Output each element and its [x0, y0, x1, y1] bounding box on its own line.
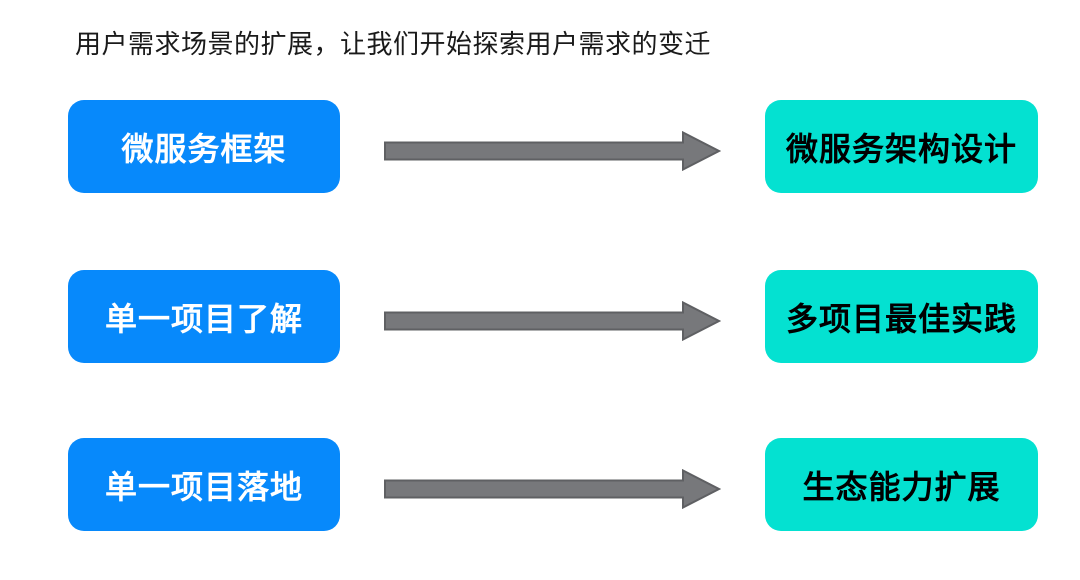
target-box-1-label: 微服务架构设计: [785, 130, 1017, 167]
arrow-cell-1: [340, 122, 765, 171]
page-title: 用户需求场景的扩展，让我们开始探索用户需求的变迁: [75, 29, 712, 59]
right-arrow-icon: [384, 131, 721, 171]
target-box-1: 微服务架构设计: [765, 100, 1038, 193]
source-box-1: 微服务框架: [68, 100, 340, 193]
source-box-1-label: 微服务框架: [121, 130, 287, 167]
source-box-3-label: 单一项目落地: [104, 468, 303, 505]
source-box-2-label: 单一项目了解: [104, 300, 303, 337]
arrow-cell-2: [340, 292, 765, 341]
flow-row-2: 单一项目了解 多项目最佳实践: [68, 270, 1038, 363]
target-box-2: 多项目最佳实践: [765, 270, 1038, 363]
flow-row-3: 单一项目落地 生态能力扩展: [68, 438, 1038, 531]
source-box-3: 单一项目落地: [68, 438, 340, 531]
arrow-cell-3: [340, 460, 765, 509]
target-box-3-label: 生态能力扩展: [802, 468, 1001, 505]
source-box-2: 单一项目了解: [68, 270, 340, 363]
flow-row-1: 微服务框架 微服务架构设计: [68, 100, 1038, 193]
right-arrow-icon: [384, 301, 721, 341]
right-arrow-icon: [384, 469, 721, 509]
target-box-3: 生态能力扩展: [765, 438, 1038, 531]
target-box-2-label: 多项目最佳实践: [785, 300, 1017, 337]
